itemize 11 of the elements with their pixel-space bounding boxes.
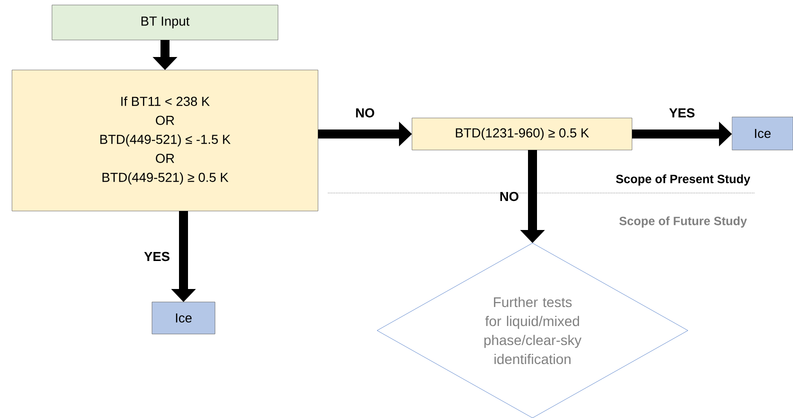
edge-label: YES xyxy=(144,252,170,262)
edge-label: NO xyxy=(356,108,374,118)
scope-label: Scope of Present Study xyxy=(616,174,750,186)
condition-box: BTD(1231-960) ≥ 0.5 K xyxy=(412,118,632,150)
edge-label: NO xyxy=(500,192,518,202)
input-box: BT Input xyxy=(52,4,278,40)
edge-label: YES xyxy=(669,108,695,118)
scope-label: Scope of Future Study xyxy=(619,216,747,228)
condition-box: If BT11 < 238 K OR BTD(449-521) ≤ -1.5 K OR BTD(449-521) ≥ 0.5 K xyxy=(12,70,318,212)
result-box: Ice xyxy=(732,116,793,150)
result-box: Ice xyxy=(152,302,216,334)
